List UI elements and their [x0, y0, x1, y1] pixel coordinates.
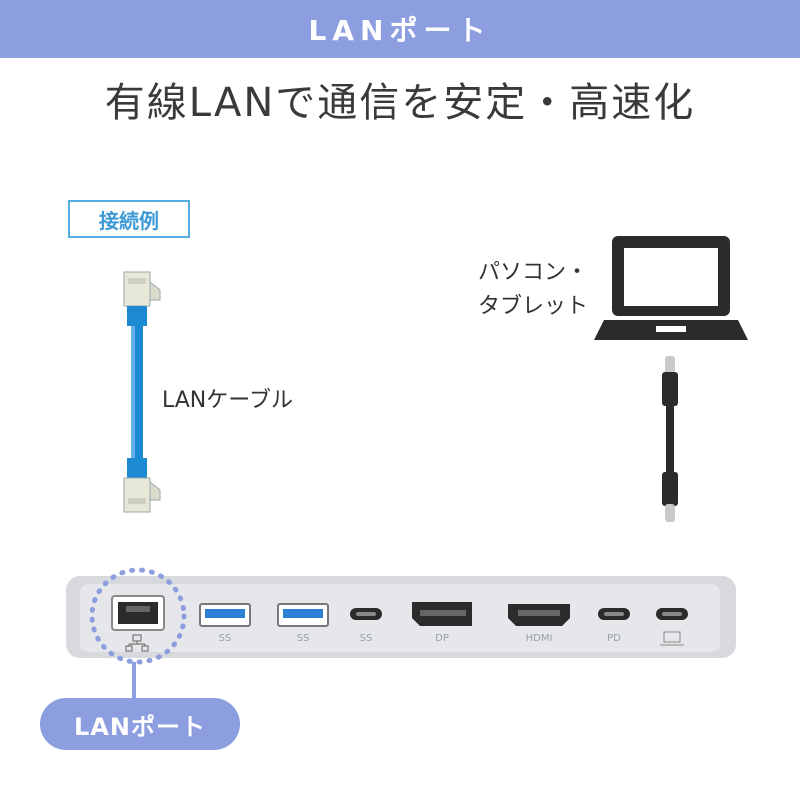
usb-c-1-label: SS: [359, 633, 373, 644]
banner-title: LANポート: [308, 14, 492, 47]
dock-station: [66, 567, 736, 700]
hdmi-label: HDMI: [525, 633, 553, 644]
lan-port-callout: LANポート: [40, 698, 240, 750]
title-banner: LANポート: [0, 0, 800, 58]
lan-cable-label: LANケーブル: [162, 388, 293, 413]
dp-label: DP: [435, 633, 449, 644]
usb-c-cable-icon: [662, 356, 678, 522]
lan-cable-icon: [123, 271, 161, 513]
pd-label: PD: [607, 633, 621, 644]
connection-example-tag: 接続例: [68, 200, 190, 238]
laptop-icon: [594, 236, 748, 340]
device-label-line2: タブレット: [478, 294, 589, 319]
usb-a-1-label: SS: [218, 633, 232, 644]
device-label: パソコン・ タブレット: [478, 256, 588, 324]
device-label-line1: パソコン・: [478, 260, 589, 285]
usb-a-2-label: SS: [296, 633, 310, 644]
headline: 有線LANで通信を安定・高速化: [104, 80, 696, 126]
